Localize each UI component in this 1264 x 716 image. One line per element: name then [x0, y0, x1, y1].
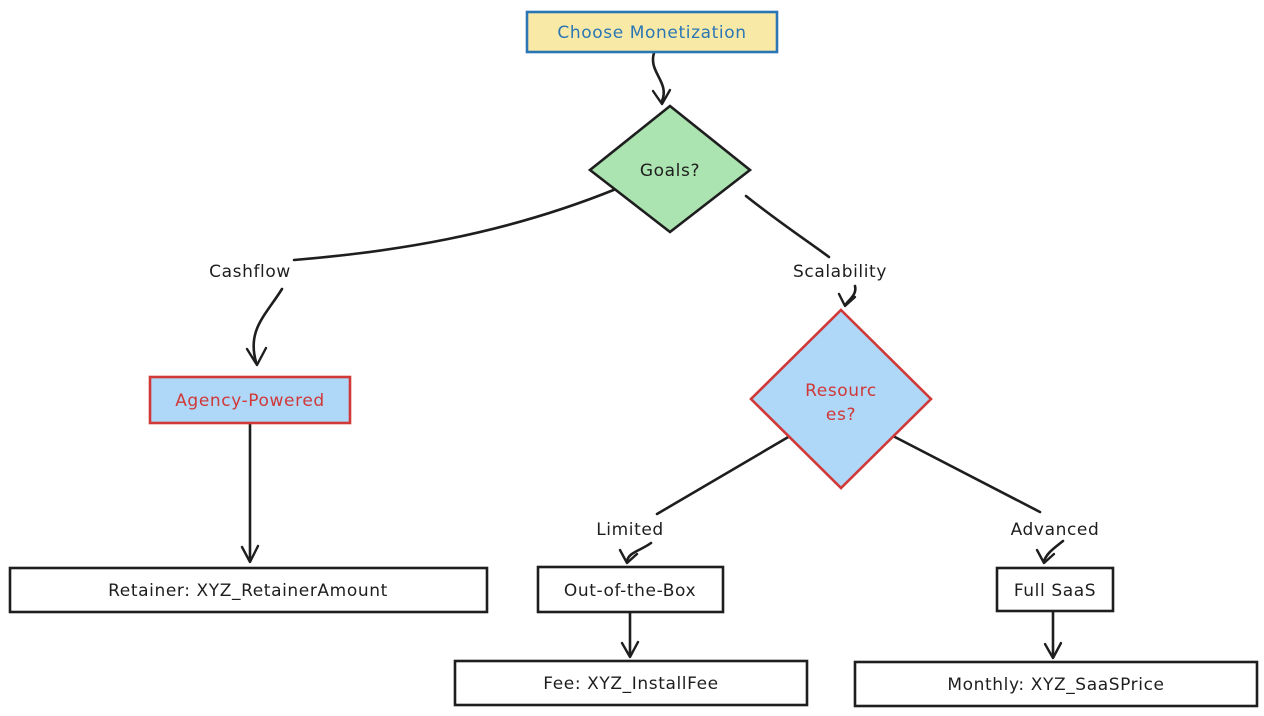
edge-limited-to-outofbox: [625, 541, 653, 563]
arrowhead-fee: [620, 640, 640, 659]
arrowhead-retainer: [240, 544, 260, 564]
edge-resources-to-limited: [655, 434, 792, 516]
node-monthly-label: Monthly: XYZ_SaaSPrice: [947, 675, 1164, 695]
node-agency-powered: Agency-Powered: [148, 375, 352, 425]
node-out-of-the-box-box: [536, 565, 725, 614]
edge-label-cashflow: Cashflow: [209, 262, 291, 282]
node-fee-box: [453, 659, 809, 707]
node-retainer-box: [8, 566, 489, 614]
arrowhead-resources: [837, 292, 857, 308]
node-agency-powered-box: [148, 375, 352, 425]
node-choose-monetization-box: [525, 10, 779, 54]
node-retainer: Retainer: XYZ_RetainerAmount: [8, 566, 489, 614]
node-full-saas-label: Full SaaS: [1014, 581, 1096, 601]
node-out-of-the-box-label: Out-of-the-Box: [564, 581, 696, 601]
node-full-saas: Full SaaS: [995, 566, 1115, 613]
edge-goals-to-scalability: [744, 194, 831, 259]
node-fee-label: Fee: XYZ_InstallFee: [543, 674, 718, 694]
edge-choose-to-goals: [651, 51, 665, 103]
node-goals-diamond: [587, 104, 753, 234]
node-out-of-the-box: Out-of-the-Box: [536, 565, 725, 614]
edge-cashflow-to-agency: [252, 287, 284, 364]
edge-label-scalability: Scalability: [793, 262, 887, 282]
node-resources-label-line1: Resourc: [805, 381, 877, 401]
node-goals-label: Goals?: [640, 161, 700, 181]
node-choose-monetization-label: Choose Monetization: [557, 23, 746, 43]
node-retainer-label: Retainer: XYZ_RetainerAmount: [108, 581, 388, 601]
node-resources-label-line2: es?: [826, 405, 856, 425]
edge-goals-to-cashflow: [292, 187, 618, 262]
edge-label-limited: Limited: [596, 520, 664, 540]
arrowhead-monthly: [1043, 641, 1063, 660]
edge-label-advanced: Advanced: [1011, 520, 1100, 540]
node-choose-monetization: Choose Monetization: [525, 10, 779, 54]
node-agency-powered-label: Agency-Powered: [175, 391, 325, 411]
arrowhead-outofbox: [618, 548, 639, 565]
node-full-saas-box: [995, 566, 1115, 613]
arrowhead-goals: [651, 88, 672, 106]
node-monthly: Monthly: XYZ_SaaSPrice: [853, 660, 1259, 708]
edge-resources-to-advanced: [891, 434, 1042, 514]
node-goals: Goals?: [587, 104, 753, 234]
node-resources: Resourc es?: [749, 308, 933, 490]
node-monthly-box: [853, 660, 1259, 708]
node-resources-diamond: [749, 308, 933, 490]
arrowhead-fullsaas: [1035, 548, 1056, 565]
arrowhead-agency: [245, 346, 268, 367]
edge-advanced-to-fullsaas: [1042, 539, 1065, 563]
node-fee: Fee: XYZ_InstallFee: [453, 659, 809, 707]
